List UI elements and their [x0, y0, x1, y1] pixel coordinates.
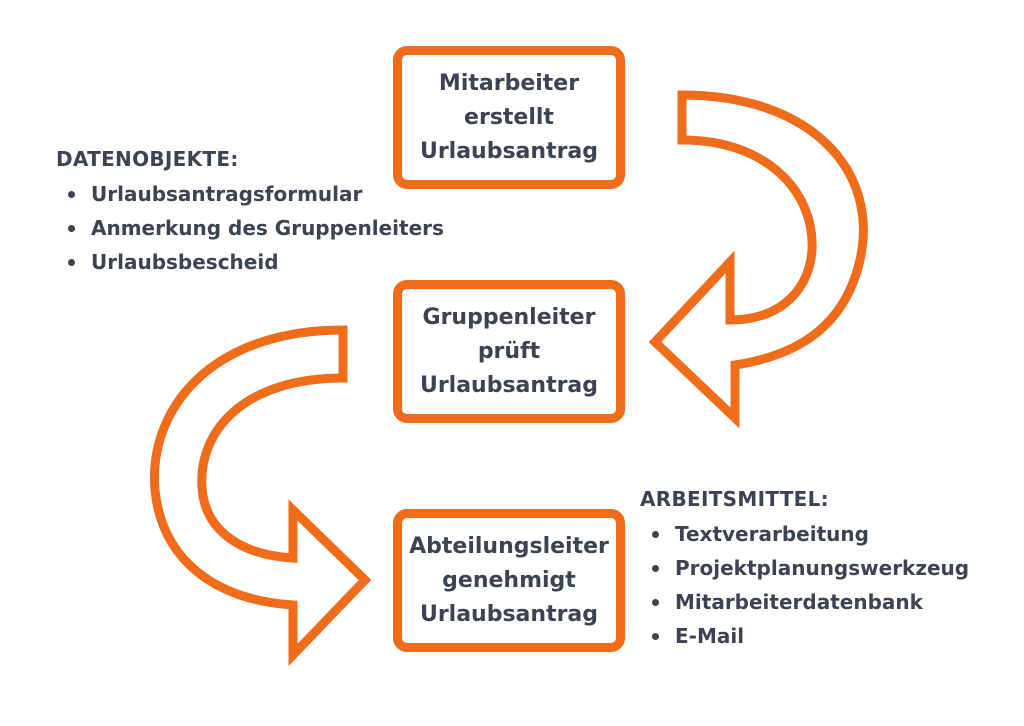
bullet-dot-icon: [652, 530, 659, 538]
list-item-label: Anmerkung des Gruppenleiters: [91, 216, 444, 240]
arbeitsmittel-section: ARBEITSMITTEL: Textverarbeitung Projektp…: [640, 486, 969, 653]
process-step-abteilungsleiter: Abteilungsleiter genehmigt Urlaubsantrag: [393, 509, 625, 652]
list-item-label: Textverarbeitung: [675, 522, 869, 546]
step-line: Mitarbeiter: [438, 70, 580, 96]
step-line: erstellt: [464, 104, 554, 130]
arbeitsmittel-list: Textverarbeitung Projektplanungswerkzeug…: [640, 517, 969, 653]
process-step-gruppenleiter: Gruppenleiter prüft Urlaubsantrag: [393, 280, 625, 423]
curved-arrow-left-to-right-icon: [149, 325, 372, 667]
step-line: Gruppenleiter: [422, 304, 596, 330]
process-step-mitarbeiter: Mitarbeiter erstellt Urlaubsantrag: [393, 46, 625, 189]
step-line: Urlaubsantrag: [419, 372, 599, 398]
bullet-dot-icon: [68, 224, 75, 232]
list-item: Projektplanungswerkzeug: [640, 551, 969, 585]
list-item-label: Urlaubsbescheid: [91, 250, 279, 274]
list-item: Urlaubsbescheid: [56, 245, 444, 279]
list-item: Anmerkung des Gruppenleiters: [56, 211, 444, 245]
list-item-label: Mitarbeiterdatenbank: [675, 590, 923, 614]
bullet-dot-icon: [68, 190, 75, 198]
list-item: Mitarbeiterdatenbank: [640, 585, 969, 619]
curved-arrow-right-to-left-icon: [648, 90, 868, 429]
list-item: Urlaubsantragsformular: [56, 177, 444, 211]
bullet-dot-icon: [652, 598, 659, 606]
step-line: Abteilungsleiter: [409, 533, 609, 559]
arbeitsmittel-title: ARBEITSMITTEL:: [640, 487, 829, 511]
step-line: Urlaubsantrag: [419, 138, 599, 164]
step-line: Urlaubsantrag: [419, 601, 599, 627]
bullet-dot-icon: [652, 632, 659, 640]
list-item-label: E-Mail: [675, 624, 745, 648]
datenobjekte-title: DATENOBJEKTE:: [56, 147, 239, 171]
bullet-dot-icon: [652, 564, 659, 572]
list-item-label: Projektplanungswerkzeug: [675, 556, 970, 580]
bullet-dot-icon: [68, 258, 75, 266]
step-line: prüft: [477, 338, 541, 364]
list-item-label: Urlaubsantragsformular: [91, 182, 363, 206]
datenobjekte-section: DATENOBJEKTE: Urlaubsantragsformular Anm…: [56, 146, 444, 279]
list-item: Textverarbeitung: [640, 517, 969, 551]
datenobjekte-list: Urlaubsantragsformular Anmerkung des Gru…: [56, 177, 444, 279]
step-line: genehmigt: [442, 567, 576, 593]
list-item: E-Mail: [640, 619, 969, 653]
